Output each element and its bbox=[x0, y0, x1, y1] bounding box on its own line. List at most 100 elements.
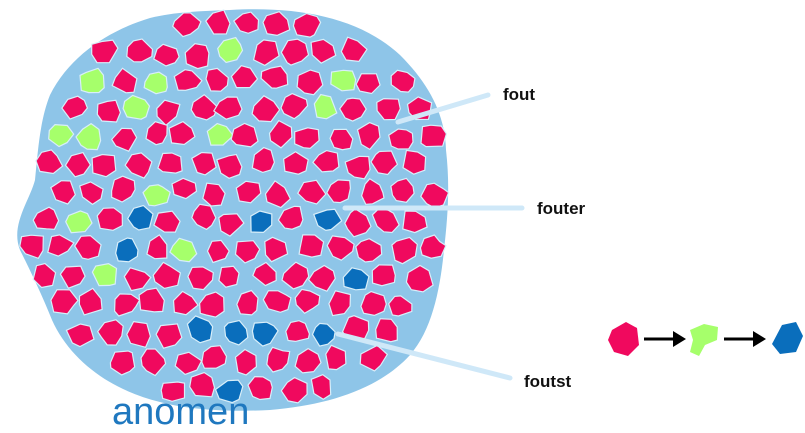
blue-cell bbox=[214, 379, 244, 404]
red-cell bbox=[360, 290, 387, 317]
green-cell bbox=[48, 123, 75, 148]
red-cell bbox=[172, 12, 202, 38]
red-cell bbox=[370, 150, 399, 176]
red-cell bbox=[390, 69, 416, 93]
red-cell bbox=[191, 203, 217, 231]
green-cell bbox=[143, 71, 168, 95]
red-cell bbox=[113, 293, 141, 317]
red-cell bbox=[251, 95, 281, 123]
red-cell bbox=[205, 9, 231, 35]
red-cell bbox=[292, 12, 322, 38]
label-foutst: foutst bbox=[524, 372, 572, 391]
red-cell bbox=[198, 291, 225, 318]
red-cell bbox=[96, 319, 124, 346]
arrow-icon bbox=[644, 331, 686, 347]
red-cell bbox=[50, 180, 76, 205]
red-cell bbox=[282, 151, 309, 175]
red-cell-icon bbox=[608, 322, 639, 356]
red-cell bbox=[153, 43, 180, 67]
red-cell bbox=[110, 175, 136, 203]
green-cell bbox=[330, 69, 357, 92]
red-cell bbox=[356, 121, 381, 151]
red-cell bbox=[152, 261, 182, 290]
red-cell bbox=[264, 180, 292, 209]
red-cell bbox=[126, 38, 154, 63]
red-cell bbox=[344, 208, 372, 238]
red-cell bbox=[218, 265, 240, 288]
red-cell bbox=[344, 155, 371, 180]
red-cell bbox=[78, 181, 104, 206]
green-cell bbox=[206, 122, 235, 146]
red-cell bbox=[201, 345, 228, 369]
red-cell bbox=[123, 267, 152, 292]
red-cell bbox=[285, 320, 311, 343]
red-cell bbox=[35, 149, 64, 175]
red-cell bbox=[312, 149, 340, 173]
green-cell bbox=[91, 262, 118, 287]
red-cell bbox=[310, 38, 337, 64]
red-cell bbox=[280, 92, 309, 120]
red-cell bbox=[50, 289, 79, 315]
blue-cell bbox=[250, 210, 273, 234]
red-cell bbox=[32, 206, 60, 230]
red-cell bbox=[325, 344, 347, 371]
green-cell bbox=[122, 94, 151, 120]
red-cell bbox=[262, 11, 291, 37]
red-cell bbox=[294, 288, 321, 315]
red-cell bbox=[157, 152, 183, 174]
blue-cell-icon bbox=[772, 322, 803, 354]
red-cell bbox=[206, 239, 230, 264]
red-cell bbox=[64, 151, 92, 178]
red-cell bbox=[262, 290, 292, 313]
red-cell bbox=[297, 179, 327, 205]
red-cell bbox=[218, 213, 245, 237]
red-cell bbox=[96, 207, 124, 231]
green-cell bbox=[65, 210, 93, 234]
green-cell bbox=[313, 93, 338, 120]
red-cell bbox=[138, 287, 165, 313]
red-cell bbox=[280, 38, 310, 66]
red-cell bbox=[235, 180, 262, 204]
green-cell bbox=[217, 36, 244, 64]
red-cell bbox=[61, 95, 89, 120]
blue-cell bbox=[223, 319, 249, 346]
red-cell bbox=[402, 149, 427, 175]
red-cell bbox=[281, 261, 310, 290]
red-cell bbox=[216, 153, 243, 179]
red-cell bbox=[247, 375, 273, 401]
red-cell bbox=[360, 178, 385, 205]
red-cell bbox=[375, 318, 398, 343]
red-cell bbox=[328, 290, 352, 317]
red-cell bbox=[390, 177, 415, 203]
red-cell bbox=[91, 39, 119, 64]
red-cell bbox=[388, 128, 414, 150]
red-cell bbox=[307, 264, 336, 292]
red-cell bbox=[236, 289, 259, 316]
red-cell bbox=[277, 205, 304, 230]
red-cell bbox=[355, 238, 383, 263]
red-cell bbox=[388, 295, 413, 317]
red-cell bbox=[252, 261, 277, 287]
green-cell bbox=[79, 67, 105, 94]
red-cell bbox=[326, 235, 355, 261]
blue-cell bbox=[251, 321, 279, 347]
green-cell bbox=[169, 237, 198, 263]
red-cell bbox=[355, 73, 381, 95]
red-cell bbox=[280, 376, 308, 404]
red-cell bbox=[174, 351, 203, 376]
red-cell bbox=[172, 290, 199, 316]
red-cell bbox=[156, 99, 181, 127]
red-cell bbox=[146, 234, 168, 260]
red-cell bbox=[230, 65, 259, 89]
red-cell bbox=[155, 323, 183, 349]
red-cell bbox=[338, 97, 367, 122]
red-cell bbox=[47, 234, 75, 257]
red-cell bbox=[173, 69, 203, 91]
red-cell bbox=[91, 153, 117, 178]
red-cell bbox=[230, 122, 259, 148]
red-cell bbox=[419, 234, 447, 259]
red-cell bbox=[296, 69, 324, 96]
red-cell bbox=[371, 208, 400, 234]
red-cell bbox=[168, 120, 196, 146]
blue-cell bbox=[342, 267, 370, 291]
